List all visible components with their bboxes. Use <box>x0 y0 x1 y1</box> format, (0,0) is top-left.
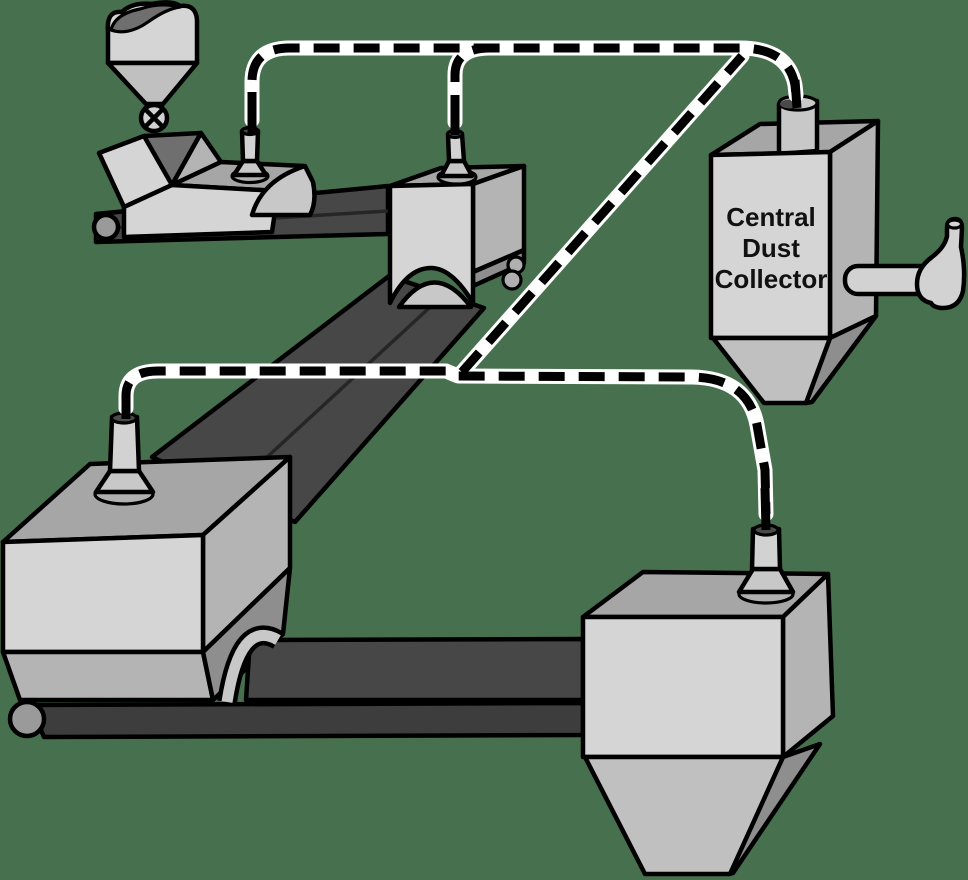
duct-end-right-hopper <box>760 487 771 531</box>
nozzle-stack <box>107 414 142 474</box>
collector-label-line-1: Central <box>726 202 816 232</box>
feed-hopper-interior <box>109 3 182 34</box>
collector-label: Central Dust Collector <box>715 202 828 294</box>
duct-lower-run-casing <box>118 363 774 522</box>
feed-hopper-with-valve <box>105 0 200 134</box>
collector-exhaust <box>842 216 967 311</box>
exhaust-tip-opening <box>945 218 964 230</box>
mid-box-roller-lower <box>501 269 523 291</box>
mid-box-front <box>387 181 476 306</box>
collector-label-line-3: Collector <box>715 264 828 294</box>
pickup-nozzle-1 <box>230 125 270 185</box>
mid-box-belt-hump <box>396 280 474 310</box>
feed-hopper-funnel <box>105 60 200 107</box>
collector-funnel <box>710 335 833 406</box>
left-station-front <box>0 532 206 655</box>
bottom-conveyor-roller <box>7 699 47 739</box>
middle-conveyor-hump <box>221 630 281 703</box>
duct-diagonal <box>458 53 746 375</box>
central-dust-collector: Central Dust Collector <box>708 94 967 406</box>
valve-x <box>143 107 165 129</box>
left-transfer-station <box>0 411 293 703</box>
middle-conveyor-belt <box>243 636 586 703</box>
feeder-chute-fender <box>249 163 317 218</box>
duct-top-run <box>247 43 801 120</box>
feeder-chute <box>96 125 317 240</box>
duct-mid-drop <box>450 43 491 122</box>
pickup-nozzle-4 <box>736 523 796 605</box>
right-hopper-funnel <box>582 754 786 877</box>
bottom-conveyor-belt <box>27 700 586 740</box>
dust-duct-network <box>118 40 804 531</box>
duct-end-collector-inlet <box>790 79 802 109</box>
collector-side <box>827 118 881 341</box>
inclined-conveyor-belt-line <box>238 296 442 484</box>
top-conveyor-roller <box>91 212 121 242</box>
left-station-skirt <box>0 649 216 703</box>
pickup-nozzle-3 <box>93 411 156 506</box>
valve-icon <box>138 102 170 134</box>
right-hopper-front <box>580 614 786 760</box>
right-storage-hopper <box>580 523 836 877</box>
collector-label-line-2: Dust <box>742 233 800 263</box>
